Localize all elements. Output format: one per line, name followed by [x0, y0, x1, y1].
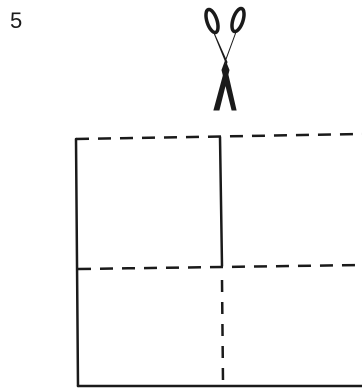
step-number: 5 — [10, 8, 23, 33]
left-edge — [74, 137, 80, 388]
center-dashed-line — [220, 279, 225, 383]
dashed-cut-lines — [75, 132, 362, 383]
middle-dashed-line — [77, 263, 362, 271]
top-dashed-line — [75, 132, 362, 141]
scissors-icon — [204, 6, 246, 111]
paper-solid-edges — [74, 135, 362, 388]
center-fold-solid — [218, 135, 224, 268]
